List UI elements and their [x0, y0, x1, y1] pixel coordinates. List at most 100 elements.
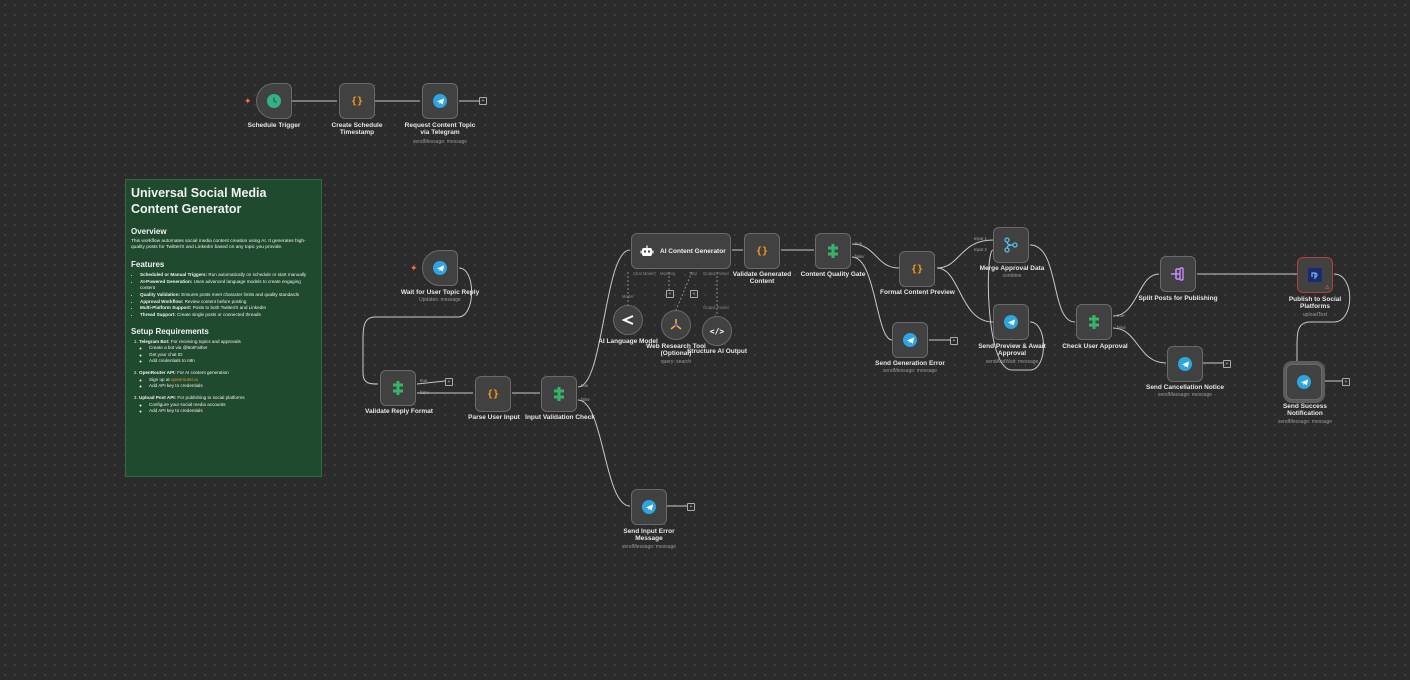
list-item: Sign up at openrouter.ai [149, 377, 316, 384]
node-check-user-approval[interactable] [1076, 304, 1112, 340]
node-input-validation-check[interactable] [541, 376, 577, 412]
edge [1112, 273, 1160, 317]
edge [1012, 321, 1044, 371]
node-publish-social-platforms[interactable]: ⚠ [1297, 257, 1333, 293]
input-label: Input 1 [974, 236, 987, 241]
node-label: Content Quality Gate [800, 271, 866, 278]
node-ai-language-model[interactable] [613, 305, 643, 335]
output-false-label: false [581, 397, 590, 402]
clock-icon [267, 94, 281, 108]
node-subtitle: sendMessage: message [1277, 419, 1333, 425]
node-send-input-error[interactable] [631, 489, 667, 525]
node-send-preview-await-approval[interactable] [993, 304, 1029, 340]
telegram-icon [433, 94, 447, 108]
edge [577, 249, 631, 388]
node-subtitle: sendMessage: message [882, 368, 938, 374]
list-item: Add API key to credentials [149, 383, 316, 390]
list-item: Add credentials to n8n [149, 358, 316, 365]
node-validate-reply-format[interactable] [380, 370, 416, 406]
merge-icon [1004, 237, 1018, 253]
node-request-content-topic[interactable] [422, 83, 458, 119]
code-braces-icon: {} [486, 388, 500, 400]
node-subtitle: uploadText [1302, 312, 1328, 318]
node-subtitle: sendMessage: message [412, 139, 468, 145]
input-label: Input 2 [974, 247, 987, 252]
node-label: Send Cancellation Notice [1145, 384, 1225, 391]
edge [675, 271, 693, 311]
telegram-icon [1297, 375, 1311, 389]
list-item: Multi-Platform Support: Posts to both Tw… [140, 305, 316, 312]
edge [362, 267, 473, 385]
node-ai-content-generator[interactable]: AI Content Generator [631, 233, 731, 269]
add-node-button[interactable]: + [950, 337, 958, 345]
robot-icon [640, 245, 654, 256]
research-icon [670, 319, 682, 330]
node-label: AI Language Model [598, 338, 658, 345]
port-label: Tool [689, 271, 697, 276]
sticky-note[interactable]: Universal Social Media Content Generator… [125, 179, 322, 477]
node-web-research-tool[interactable] [661, 310, 691, 340]
node-send-generation-error[interactable] [892, 322, 928, 358]
list-item: OpenRouter API: For AI content generatio… [139, 370, 316, 390]
add-node-button[interactable]: + [687, 503, 695, 511]
edge [936, 239, 994, 269]
node-wait-user-reply[interactable] [422, 250, 458, 286]
list-item: Scheduled or Manual Triggers: Run automa… [140, 272, 316, 279]
node-label: Structure AI Output [686, 348, 748, 355]
openrouter-link[interactable]: openrouter.ai [170, 376, 198, 382]
node-split-posts[interactable] [1160, 256, 1196, 292]
telegram-icon [1178, 357, 1192, 371]
node-create-schedule-timestamp[interactable]: {} [339, 83, 375, 119]
node-label: Send Success Notification [1282, 403, 1328, 418]
node-validate-generated-content[interactable]: {} [744, 233, 780, 269]
note-title: Universal Social Media Content Generator [131, 186, 267, 217]
output-false-label: false [855, 254, 864, 259]
if-icon [554, 387, 564, 401]
list-item: AI-Powered Generation: Uses advanced lan… [140, 279, 316, 292]
edge [851, 243, 900, 269]
node-structure-ai-output[interactable]: </> [702, 316, 732, 346]
add-node-button[interactable]: + [479, 97, 487, 105]
node-label: Format Content Preview [880, 289, 955, 296]
list-item: Quality Validation: Ensures posts meet c… [140, 292, 316, 299]
if-icon [393, 381, 403, 395]
node-parse-user-input[interactable]: {} [475, 376, 511, 412]
node-label: Schedule Trigger [247, 122, 301, 129]
upload-post-icon [1308, 268, 1322, 282]
edge [987, 249, 1013, 371]
output-false-label: false [1117, 325, 1126, 330]
node-schedule-trigger[interactable] [256, 83, 292, 119]
list-item: Add API key to credentials [149, 408, 316, 415]
node-send-success-notification[interactable] [1286, 364, 1322, 400]
output-true-label: true [581, 383, 589, 388]
node-merge-approval-data[interactable] [993, 227, 1029, 263]
add-node-button[interactable]: + [666, 290, 674, 298]
edge [416, 380, 446, 385]
warning-icon: ⚠ [1324, 285, 1330, 291]
add-node-button[interactable]: + [1342, 378, 1350, 386]
node-format-content-preview[interactable]: {} [899, 251, 935, 287]
list-item: Create a bot via @BotFather [149, 345, 316, 352]
telegram-icon [903, 333, 917, 347]
node-content-quality-gate[interactable] [815, 233, 851, 269]
node-send-cancellation-notice[interactable] [1167, 346, 1203, 382]
edge [1029, 244, 1076, 323]
node-label: Request Content Topic via Telegram [404, 122, 476, 137]
add-node-button[interactable]: + [1223, 360, 1231, 368]
edge [577, 399, 631, 507]
openrouter-icon [621, 315, 634, 325]
add-node-button[interactable]: + [690, 290, 698, 298]
if-icon [828, 244, 838, 258]
node-label: Wait for User Topic Reply [400, 289, 480, 296]
add-node-button[interactable]: + [445, 378, 453, 386]
node-label: Check User Approval [1062, 343, 1128, 350]
node-label: Web Research Tool (Optional) [646, 343, 706, 358]
port-label: Memory [660, 271, 676, 276]
node-subtitle: sendMessage: message [621, 544, 677, 550]
output-true-label: true [1117, 313, 1125, 318]
code-braces-icon: {} [755, 245, 769, 257]
port-label: Output Parser [703, 271, 730, 276]
node-label: Parse User Input [468, 414, 520, 421]
edge [851, 256, 893, 341]
